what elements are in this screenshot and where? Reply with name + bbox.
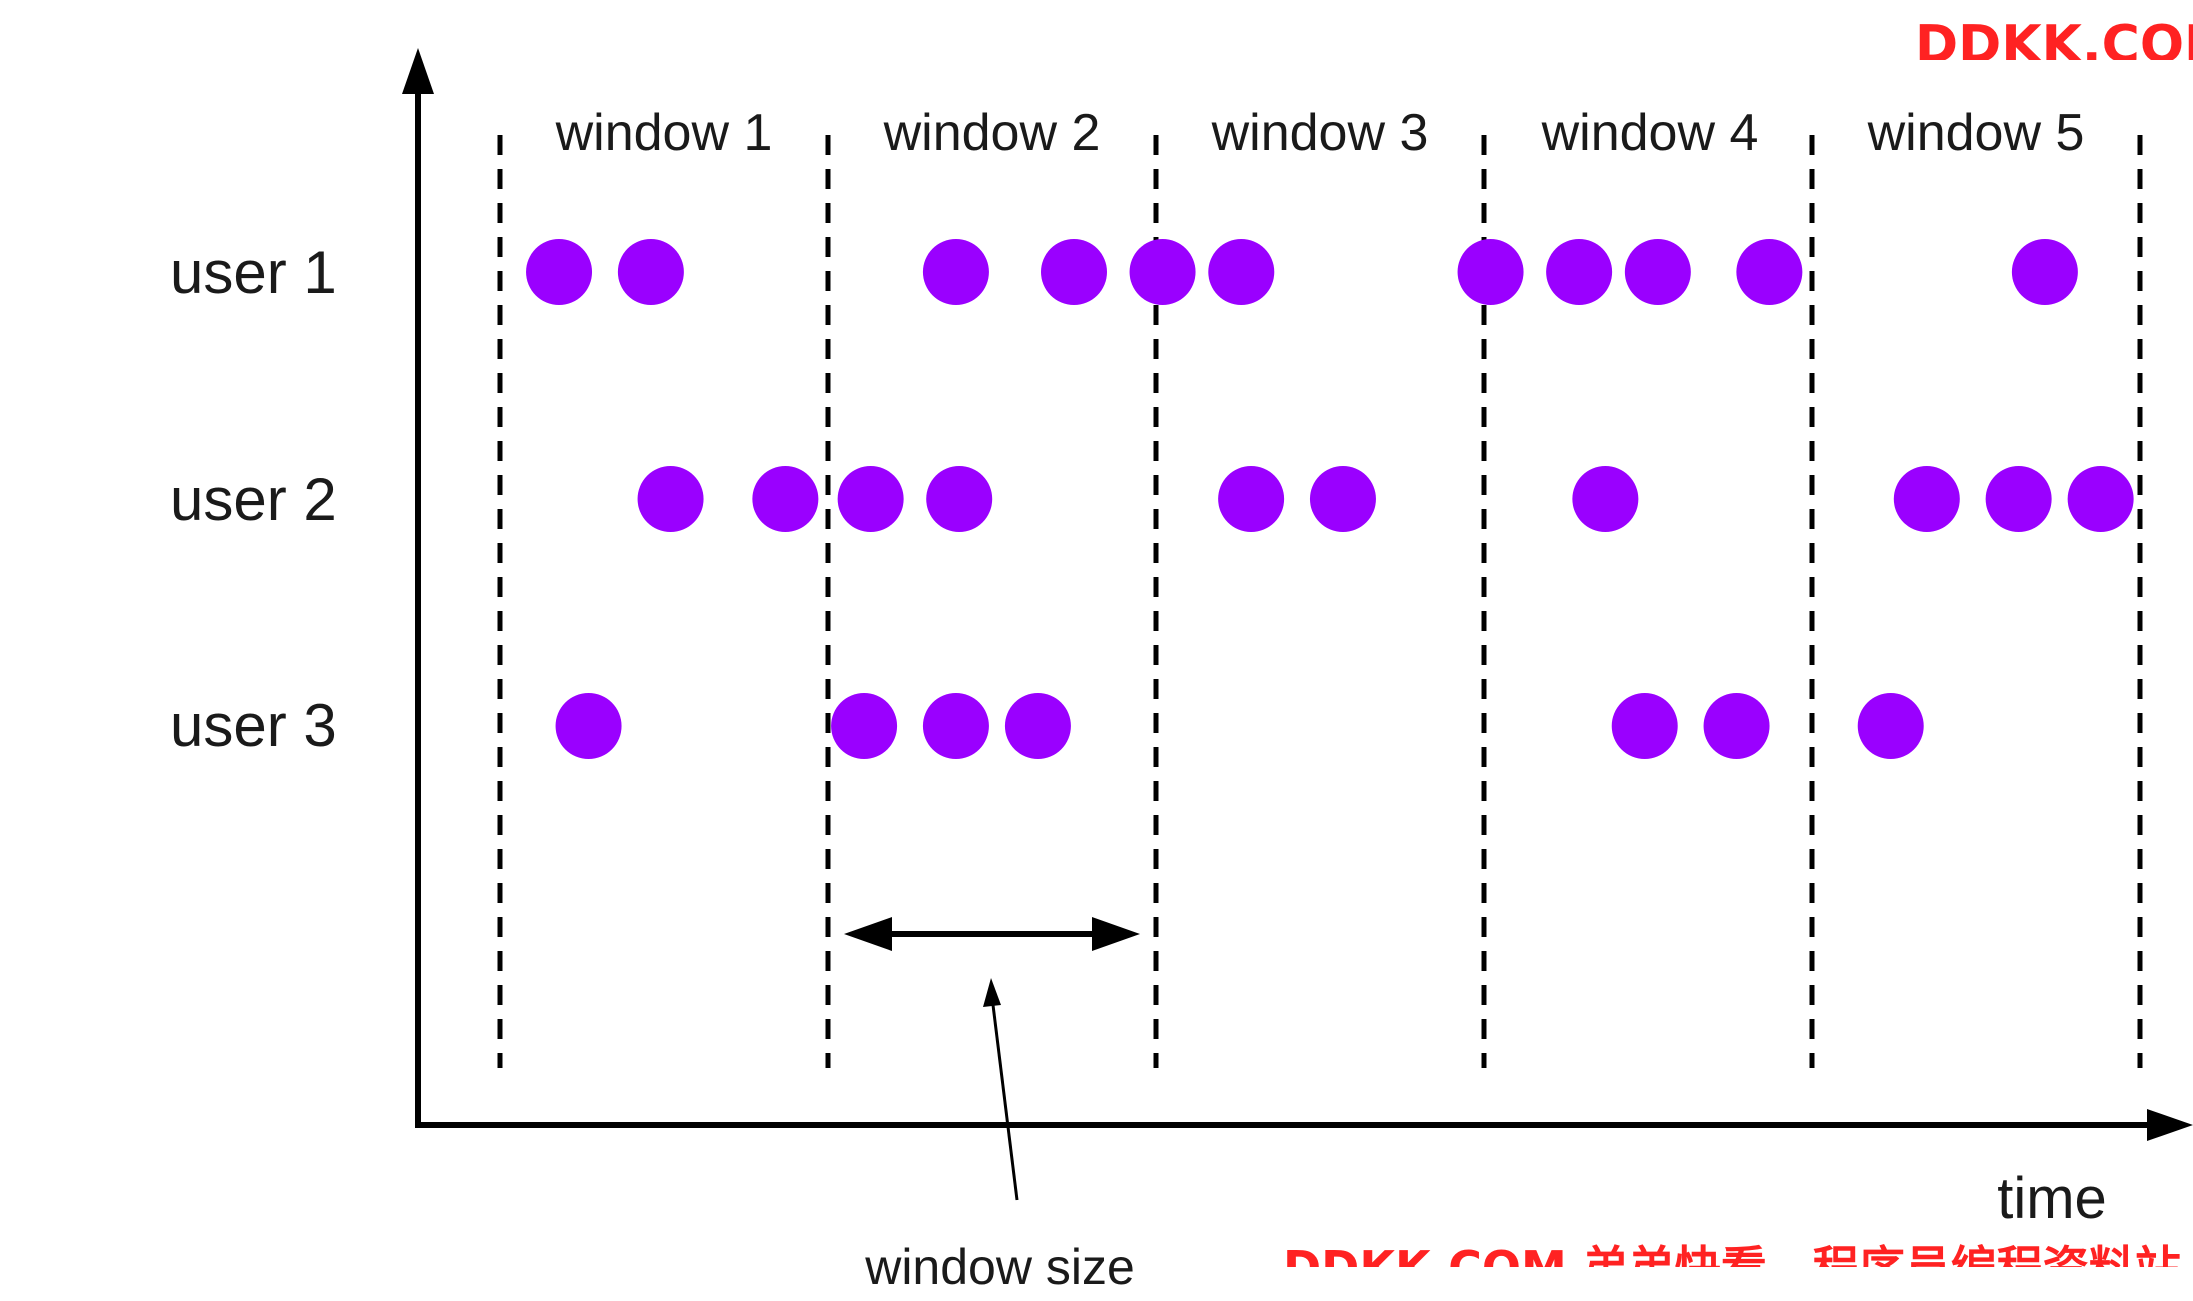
event-dot-user-2-6 xyxy=(1309,466,1376,532)
event-dot-user-2-5 xyxy=(1218,466,1285,532)
event-dot-user-3-6 xyxy=(1703,693,1770,759)
window-size-arrowhead-right xyxy=(1092,917,1140,951)
event-dot-user-1-2 xyxy=(617,239,684,305)
window-label-2: window 2 xyxy=(883,104,1101,162)
event-dot-user-2-3 xyxy=(837,466,904,532)
event-dot-user-1-10 xyxy=(1736,239,1803,305)
window-size-indicator: window size xyxy=(844,917,1140,1295)
watermark-top-text: DDKK.COM xyxy=(1915,15,2193,75)
event-dot-user-2-4 xyxy=(926,466,993,532)
event-dot-user-2-8 xyxy=(1893,466,1960,532)
window-label-5: window 5 xyxy=(1867,104,2085,162)
event-dot-user-3-3 xyxy=(922,693,989,759)
x-axis-arrowhead xyxy=(2147,1109,2193,1141)
event-dot-user-2-9 xyxy=(1985,466,2052,532)
user-label-3: user 3 xyxy=(170,692,337,759)
event-dot-user-2-7 xyxy=(1572,466,1639,532)
event-dot-user-1-4 xyxy=(1041,239,1107,305)
event-dot-user-3-5 xyxy=(1611,693,1678,759)
window-size-pointer-head xyxy=(983,978,1001,1007)
watermark-bottom-text: DDKK.COM 弟弟快看，程序员编程资料站 xyxy=(1283,1241,2181,1295)
event-dot-user-1-11 xyxy=(2011,239,2078,305)
window-label-1: window 1 xyxy=(555,104,773,162)
event-dot-user-1-5 xyxy=(1129,239,1196,305)
user-label-1: user 1 xyxy=(170,239,337,306)
event-dot-user-2-1 xyxy=(637,466,704,532)
event-dot-user-1-1 xyxy=(526,239,593,305)
user-label-2: user 2 xyxy=(170,466,337,533)
event-dot-user-1-3 xyxy=(922,239,989,305)
event-dot-user-1-8 xyxy=(1546,239,1613,305)
axes xyxy=(402,48,2193,1141)
watermark-top: DDKK.COM xyxy=(1915,15,2193,75)
window-size-label: window size xyxy=(864,1239,1135,1295)
event-dot-user-3-2 xyxy=(831,693,898,759)
window-label-4: window 4 xyxy=(1541,104,1759,162)
event-dot-user-1-6 xyxy=(1208,239,1275,305)
event-dot-user-3-1 xyxy=(555,693,622,759)
event-dot-user-1-9 xyxy=(1624,239,1691,305)
window-size-pointer xyxy=(991,1004,1019,1201)
watermark-bottom: DDKK.COM 弟弟快看，程序员编程资料站 xyxy=(1283,1241,2181,1295)
event-dot-user-3-4 xyxy=(1004,693,1071,759)
event-dot-user-2-10 xyxy=(2067,466,2134,532)
event-dot-user-2-2 xyxy=(752,466,819,532)
events xyxy=(526,239,2134,759)
event-dot-user-3-7 xyxy=(1857,693,1924,759)
event-dot-user-1-7 xyxy=(1457,239,1524,305)
window-boundaries xyxy=(497,135,2143,1068)
x-axis-label: time xyxy=(1997,1166,2107,1231)
y-axis-arrowhead xyxy=(402,48,434,94)
window-labels: window 1 window 2 window 3 window 4 wind… xyxy=(555,104,2085,162)
window-label-3: window 3 xyxy=(1211,104,1429,162)
user-labels: user 1 user 2 user 3 xyxy=(170,239,337,759)
window-size-arrowhead-left xyxy=(844,917,892,951)
